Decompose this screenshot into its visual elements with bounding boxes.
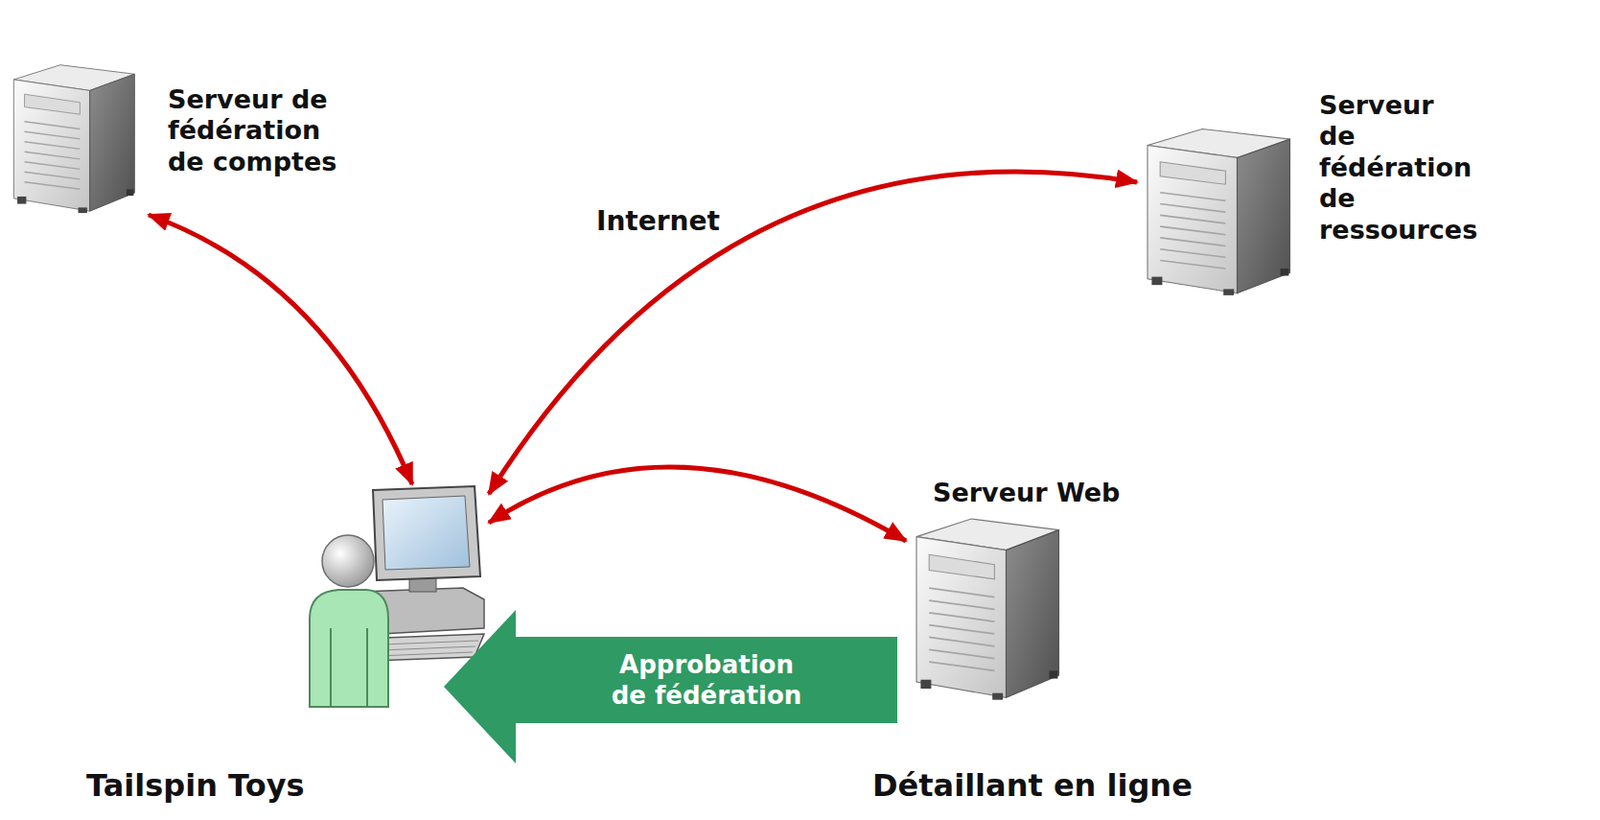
connector-arrow	[488, 466, 906, 541]
node-label: Serveur Web	[932, 477, 1120, 509]
region-caption: Détaillant en ligne	[872, 766, 1193, 804]
server-icon-holder	[905, 511, 1065, 702]
arrow-text-area: Approbation de fédération	[515, 636, 898, 723]
connector-arrow	[148, 214, 413, 485]
node-label: Serveur de fédération de ressources	[1319, 90, 1478, 246]
trust-arrow: Approbation de fédération	[443, 609, 898, 764]
organization-region: Tailspin ToysServeur de fédération de co…	[0, 0, 489, 772]
network-label: Internet	[596, 205, 720, 237]
server-icon	[1136, 122, 1296, 298]
region-caption: Tailspin Toys	[86, 766, 305, 804]
server-node: Serveur de fédération de comptes	[4, 59, 365, 215]
organization-region: Détaillant en ligneServeur de fédération…	[864, 0, 1337, 777]
node-label: Approbation de fédération	[600, 649, 813, 712]
node-label: Serveur de fédération de comptes	[167, 84, 365, 178]
server-node: Serveur Web	[905, 477, 1120, 702]
server-node: Serveur de fédération de ressources	[1136, 86, 1478, 298]
connector-arrow	[488, 171, 1137, 494]
server-icon	[4, 59, 140, 215]
server-icon	[905, 511, 1065, 702]
